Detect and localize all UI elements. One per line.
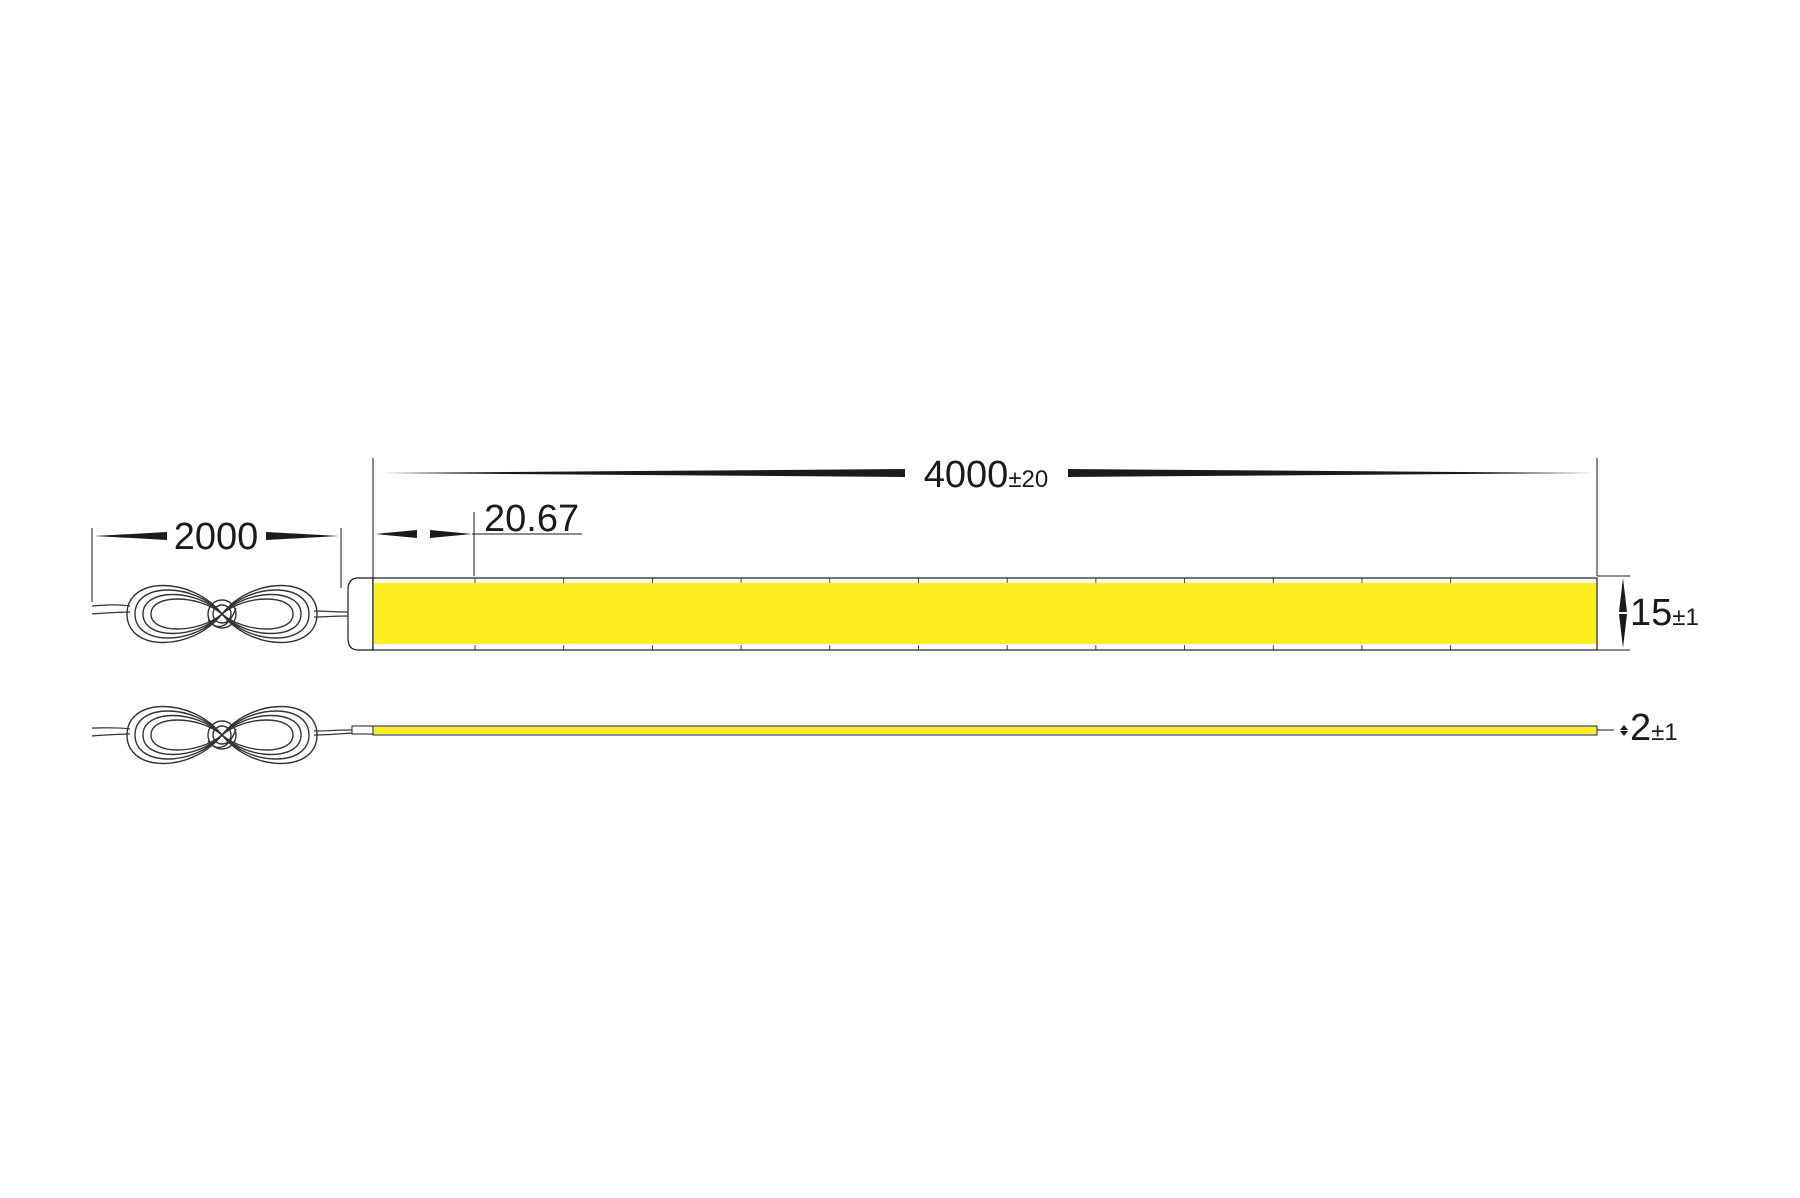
strip-side-view bbox=[351, 725, 1614, 736]
cable-coil-side bbox=[91, 705, 353, 765]
thickness-label: 2±1 bbox=[1630, 707, 1678, 749]
thickness-tolerance: ±1 bbox=[1651, 719, 1678, 746]
total-length-label: 4000±20 bbox=[924, 454, 1048, 496]
led-emitting-area bbox=[374, 583, 1596, 644]
dimension-arrow-right bbox=[1068, 469, 1595, 477]
side-led-layer bbox=[374, 727, 1596, 734]
width-tolerance: ±1 bbox=[1672, 604, 1699, 631]
cut-marks bbox=[474, 578, 1452, 650]
cable-lead-out-top bbox=[313, 610, 349, 618]
thickness-arrow-bottom bbox=[1620, 731, 1628, 736]
cable-arrow-right bbox=[266, 532, 339, 540]
cut-unit-label: 20.67 bbox=[484, 498, 579, 540]
side-end-cap bbox=[351, 725, 374, 735]
cut-unit-arrow-right bbox=[430, 530, 472, 538]
cable-lead-out-side bbox=[313, 729, 353, 736]
width-dimension: 15±1 bbox=[1597, 575, 1699, 651]
cable-coil-top bbox=[91, 584, 349, 644]
cable-lead-in-side bbox=[91, 727, 131, 737]
width-label: 15±1 bbox=[1630, 592, 1699, 634]
total-length-value: 4000 bbox=[924, 454, 1009, 496]
total-length-tolerance: ±20 bbox=[1008, 466, 1048, 493]
cable-length-dimension: 2000 bbox=[91, 516, 342, 602]
thickness-arrow-top bbox=[1620, 725, 1628, 730]
cut-unit-dimension: 20.67 bbox=[375, 498, 582, 576]
dimension-arrow-left bbox=[375, 469, 905, 477]
thickness-dimension: 2±1 bbox=[1620, 707, 1678, 749]
width-value: 15 bbox=[1630, 592, 1672, 634]
width-arrow-top bbox=[1619, 578, 1627, 612]
width-arrow-bottom bbox=[1619, 614, 1627, 648]
end-cap bbox=[347, 577, 374, 651]
cut-unit-arrow-left bbox=[375, 530, 417, 538]
total-length-dimension: 4000±20 bbox=[372, 454, 1598, 580]
cable-arrow-left bbox=[94, 532, 167, 540]
cable-length-label: 2000 bbox=[174, 516, 259, 558]
thickness-value: 2 bbox=[1630, 707, 1651, 749]
strip-top-view bbox=[347, 577, 1598, 651]
cable-lead-in-top bbox=[91, 604, 131, 615]
